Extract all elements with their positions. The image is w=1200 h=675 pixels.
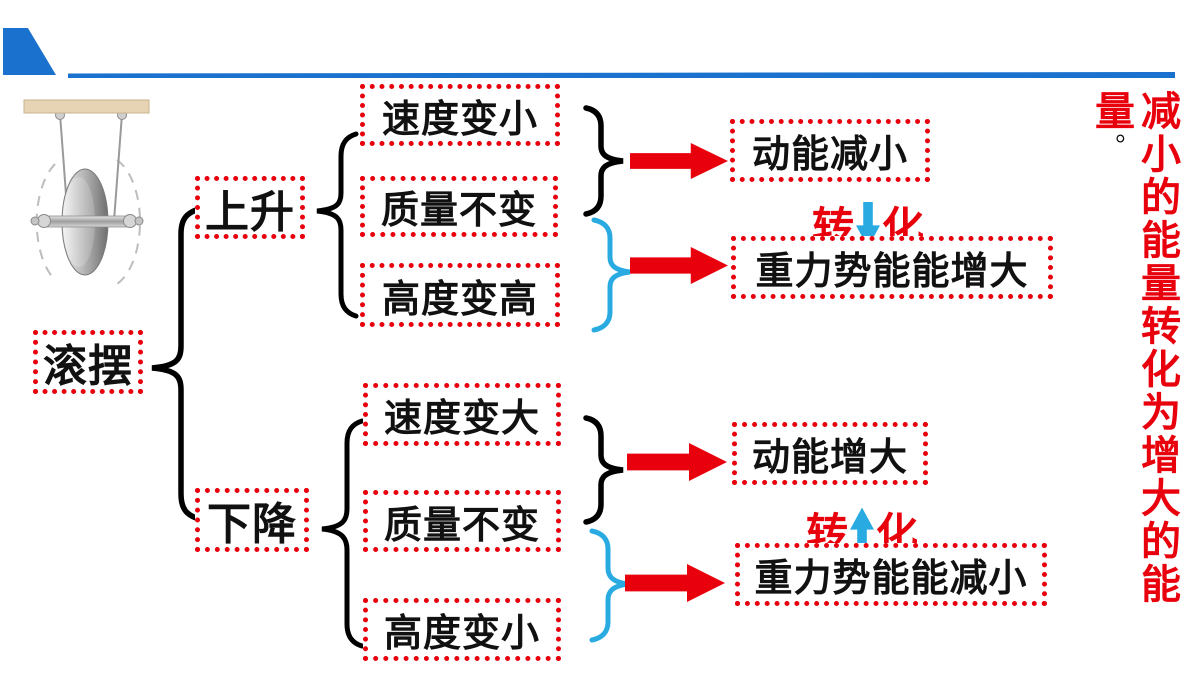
down-condition-height-label: 高度变小 [383, 613, 540, 655]
rolling-pendulum-image [18, 92, 153, 317]
corner-trapezoid-decoration [3, 28, 56, 75]
red-arrow-up-kinetic-icon [630, 143, 728, 179]
brace-down-kinetic-icon [583, 415, 624, 525]
node-up-condition-speed: 速度变小 [360, 84, 560, 146]
up-condition-speed-label: 速度变小 [381, 98, 538, 141]
up-condition-mass-label: 质量不变 [380, 190, 537, 232]
node-root-label: 滚摆 [43, 342, 133, 391]
node-branch-down: 下降 [195, 488, 309, 552]
node-up-condition-mass: 质量不变 [360, 176, 558, 237]
node-down-condition-mass: 质量不变 [363, 490, 561, 552]
branch-down-label: 下降 [207, 500, 297, 549]
down-condition-mass-label: 质量不变 [383, 504, 540, 547]
node-root: 滚摆 [33, 330, 143, 394]
node-up-result-potential: 重力势能能增大 [731, 236, 1053, 299]
up-result-potential-label: 重力势能能增大 [755, 251, 1029, 293]
node-up-result-kinetic: 动能减小 [730, 119, 930, 182]
red-arrow-down-kinetic-icon [627, 443, 727, 481]
node-down-condition-height: 高度变小 [363, 598, 561, 661]
node-branch-up: 上升 [195, 176, 305, 239]
brace-up-conditions-icon [316, 131, 359, 319]
brace-up-potential-icon [591, 217, 631, 333]
branch-up-label: 上升 [205, 187, 295, 237]
up-result-kinetic-label: 动能减小 [751, 134, 908, 176]
down-result-potential-label: 重力势能能减小 [754, 558, 1028, 600]
up-condition-height-label: 高度变高 [381, 278, 538, 321]
down-result-kinetic-label: 动能增大 [751, 437, 908, 479]
red-arrow-down-potential-icon [625, 564, 725, 602]
node-up-condition-height: 高度变高 [360, 263, 560, 327]
rolling-pendulum-icon [23, 99, 150, 285]
node-down-result-kinetic: 动能增大 [732, 422, 928, 485]
down-condition-speed-label: 速度变大 [383, 398, 540, 440]
node-down-result-potential: 重力势能能减小 [735, 543, 1047, 606]
side-note-text: 减小的能量转化为增大的能量 [1089, 90, 1179, 606]
brace-down-conditions-icon [321, 418, 365, 649]
brace-root-icon [151, 204, 210, 524]
side-note: 减小的能量转化为增大的能量。 [1088, 90, 1180, 665]
side-note-period: 。 [1096, 133, 1126, 162]
node-down-condition-speed: 速度变大 [363, 383, 561, 446]
top-rule-line [68, 72, 1175, 78]
brace-up-kinetic-icon [583, 105, 624, 217]
red-arrow-up-potential-icon [630, 247, 728, 284]
